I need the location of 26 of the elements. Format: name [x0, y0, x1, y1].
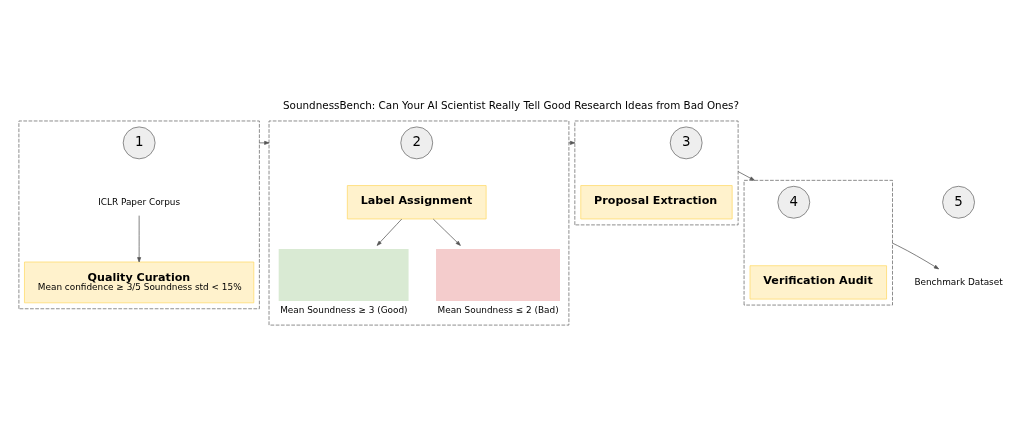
- node-box: [278, 249, 409, 301]
- node-label: Mean Soundness ≤ 2 (Bad): [437, 304, 559, 315]
- node-box: Verification Audit: [749, 265, 887, 300]
- node-circle: 5: [942, 185, 975, 219]
- arrow: [137, 215, 142, 263]
- node-circle: 2: [400, 126, 434, 160]
- arrow: [376, 218, 403, 246]
- node-circle: 3: [669, 126, 703, 160]
- node-label: Mean Soundness ≥ 3 (Good): [280, 304, 408, 315]
- node-box: [436, 249, 560, 301]
- node-box: Label Assignment: [346, 185, 487, 220]
- cluster: [743, 180, 893, 306]
- arrow: [259, 140, 270, 145]
- node-text: Benchmark Dataset: [914, 276, 1003, 287]
- node-circle: 1: [122, 126, 156, 160]
- cluster: [574, 120, 739, 226]
- node-box: Quality Curation Mean confidence ≥ 3/5 Soundness std < 15%: [24, 261, 255, 304]
- node-box: Proposal Extraction: [580, 185, 733, 220]
- arrow: [432, 218, 461, 246]
- arrow: [892, 242, 940, 270]
- diagram-title: SoundnessBench: Can Your AI Scientist Really Tell Good Research Ideas from Bad Ones?: [283, 99, 739, 112]
- node-circle: 4: [777, 185, 811, 219]
- arrow: [568, 140, 576, 145]
- arrow: [737, 171, 755, 181]
- cluster: [18, 120, 260, 310]
- node-text: ICLR Paper Corpus: [98, 196, 181, 207]
